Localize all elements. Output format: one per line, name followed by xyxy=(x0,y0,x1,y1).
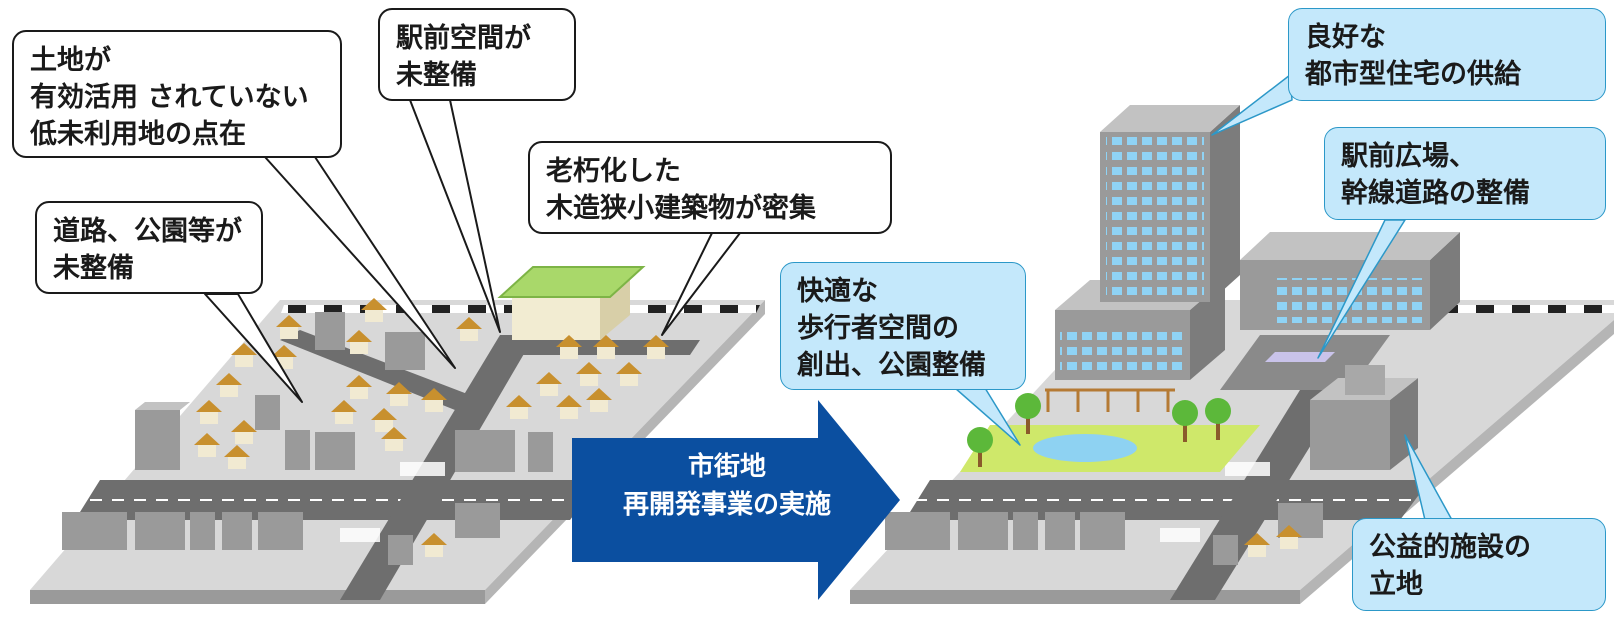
gray-building xyxy=(1045,512,1075,550)
pointer-station-front xyxy=(409,99,501,333)
callout-station-front: 駅前空間が 未整備 xyxy=(378,8,576,101)
gray-building xyxy=(528,432,553,472)
callout-line: 木造狭小建築物が密集 xyxy=(546,193,816,224)
gray-building xyxy=(1013,512,1038,550)
gray-building-top xyxy=(135,402,190,410)
gray-building xyxy=(385,332,425,370)
tower-side xyxy=(1210,105,1240,302)
wooden-houses xyxy=(194,298,669,557)
callout-line: 快適な xyxy=(797,276,878,307)
gray-building xyxy=(285,430,310,470)
after-railway xyxy=(1436,305,1614,313)
gray-building xyxy=(62,512,127,550)
pointer-roads-parks xyxy=(204,293,303,403)
gray-building xyxy=(315,432,355,470)
after-plaza-canopy xyxy=(1265,352,1335,362)
gray-building xyxy=(388,535,413,565)
arrow-label-line: 再開発事業の実施 xyxy=(622,490,831,520)
callout-line: 駅前空間が xyxy=(396,23,531,54)
callout-plaza: 駅前広場、 幹線道路の整備 xyxy=(1324,127,1606,220)
gray-building xyxy=(135,410,180,470)
gray-building xyxy=(258,512,303,550)
callout-line: 駅前広場、 xyxy=(1341,141,1476,172)
before-city xyxy=(30,266,765,604)
callout-housing: 良好な 都市型住宅の供給 xyxy=(1288,8,1606,101)
gray-building xyxy=(885,512,950,550)
before-ground-front xyxy=(30,590,485,604)
house xyxy=(1276,525,1302,549)
callout-line: 老朽化した xyxy=(546,156,681,187)
gray-building xyxy=(135,512,185,550)
crosswalk xyxy=(1225,462,1270,476)
tower-windows xyxy=(1106,137,1204,297)
callout-line: 創出、公園整備 xyxy=(797,350,986,381)
station-roof xyxy=(497,266,646,298)
callout-line: 土地が xyxy=(30,45,111,76)
gray-building xyxy=(315,312,345,350)
callout-line: 未整備 xyxy=(396,60,477,91)
callout-line: 未整備 xyxy=(53,253,134,284)
trees xyxy=(967,393,1231,467)
gray-building xyxy=(222,512,252,550)
crosswalk xyxy=(400,462,445,476)
public-facility-upper xyxy=(1345,365,1385,395)
pond xyxy=(1033,434,1137,462)
pergola xyxy=(1045,388,1175,412)
podium-windows xyxy=(1060,332,1185,377)
callout-line: 都市型住宅の供給 xyxy=(1305,59,1521,90)
public-facility xyxy=(1310,400,1390,470)
tower-top xyxy=(1100,105,1240,132)
arrow-label-line: 市街地 xyxy=(687,452,766,482)
callout-line: 幹線道路の整備 xyxy=(1341,178,1530,209)
callout-public-facility: 公益的施設の 立地 xyxy=(1352,518,1606,611)
gray-building xyxy=(1213,535,1238,565)
station-building-side xyxy=(600,270,630,340)
crosswalk xyxy=(340,528,380,542)
podium-side xyxy=(1190,280,1225,380)
gray-building xyxy=(255,395,280,430)
callout-vacant-land: 土地が 有効活用 されていない 低未利用地の点在 xyxy=(12,30,342,158)
redevelopment-arrow xyxy=(572,400,900,600)
callout-line: 立地 xyxy=(1369,569,1423,600)
gray-building xyxy=(190,512,215,550)
callout-line: 公益的施設の xyxy=(1369,532,1531,563)
gray-building xyxy=(958,512,1008,550)
after-ground-front xyxy=(850,590,1300,604)
gray-building xyxy=(455,430,515,472)
house xyxy=(1244,533,1270,557)
callout-line: 道路、公園等が xyxy=(53,216,242,247)
callout-line: 良好な xyxy=(1305,22,1386,53)
crosswalk xyxy=(1160,528,1200,542)
callout-line: 低未利用地の点在 xyxy=(30,119,246,150)
callout-roads-parks: 道路、公園等が 未整備 xyxy=(35,201,263,294)
station-new-top xyxy=(1240,232,1460,260)
arrow-label: 市街地 再開発事業の実施 xyxy=(582,448,872,524)
callout-pedestrian: 快適な 歩行者空間の 創出、公園整備 xyxy=(780,262,1026,390)
pointer-plaza xyxy=(1317,219,1406,359)
gray-building xyxy=(1080,512,1125,550)
callout-old-wooden: 老朽化した 木造狭小建築物が密集 xyxy=(528,141,892,234)
gray-building xyxy=(455,503,500,538)
callout-line: 歩行者空間の xyxy=(797,313,959,344)
callout-line: 有効活用 されていない xyxy=(30,82,309,113)
station-building xyxy=(512,295,600,340)
station-new-side xyxy=(1430,232,1460,330)
